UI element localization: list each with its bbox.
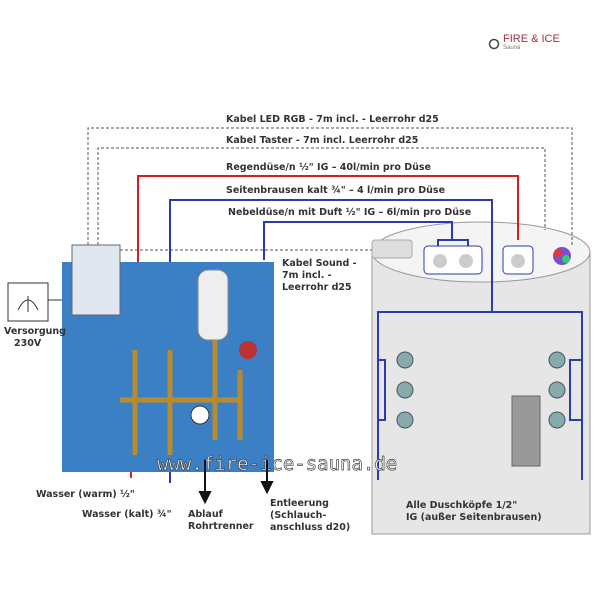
label-duschkoepfe-1: Alle Duschköpfe 1/2" (406, 500, 517, 511)
drain-arrows (198, 460, 274, 505)
power-supply: Versorgung 230V (4, 282, 66, 349)
fog-nozzles-icon (423, 245, 483, 275)
label-wasser-warm: Wasser (warm) ½" (36, 489, 135, 500)
power-voltage: 230V (14, 338, 42, 349)
pump-icon (239, 341, 257, 359)
power-label: Versorgung (4, 326, 66, 337)
label-sound-1: Kabel Sound - (282, 258, 357, 269)
cable-taster-line (97, 147, 546, 245)
scent-container (197, 269, 229, 341)
label-nebel: Nebeldüse/n mit Duft ½" IG – 6l/min pro … (228, 207, 471, 218)
label-entleerung-1: Entleerung (270, 498, 329, 509)
fire-ice-logo: FIRE & ICE Sauna (488, 33, 560, 51)
label-sound-2: 7m incl. - (282, 270, 332, 281)
logo-brand: FIRE & ICE (503, 33, 560, 45)
sound-speaker-icon (371, 239, 413, 259)
pipe-regen (137, 175, 519, 340)
watermark: www.fire-ice-sauna.de (157, 453, 397, 475)
label-seiten: Seitenbrausen kalt ¾" – 4 l/min pro Düse (226, 185, 445, 196)
pipe-nebel (263, 221, 453, 260)
pipe-lines (130, 175, 583, 483)
label-wasser-kalt: Wasser (kalt) ¾" (82, 509, 172, 520)
logo-icon (488, 38, 500, 50)
label-ablauf-2: Rohrtrenner (188, 521, 254, 532)
pipe-seiten (169, 199, 493, 480)
label-entleerung-3: anschluss d20) (270, 522, 350, 533)
label-cable-taster: Kabel Taster - 7m incl. Leerrohr d25 (226, 135, 418, 146)
control-board: www.fire-ice-sauna.de (62, 244, 398, 475)
label-duschkoepfe-2: IG (außer Seitenbrausen) (406, 512, 542, 523)
control-box (71, 244, 121, 316)
label-sound-3: Leerrohr d25 (282, 282, 352, 293)
label-cable-led: Kabel LED RGB - 7m incl. - Leerrohr d25 (226, 114, 439, 125)
control-panel-icon (511, 395, 541, 467)
logo-sub: Sauna (503, 45, 521, 51)
label-ablauf-1: Ablauf (188, 509, 224, 520)
pressure-gauge-icon (190, 405, 210, 425)
label-regen: Regendüse/n ½" IG – 40l/min pro Düse (226, 162, 431, 173)
nozzles (371, 239, 571, 467)
label-entleerung-2: (Schlauch- (270, 510, 326, 521)
